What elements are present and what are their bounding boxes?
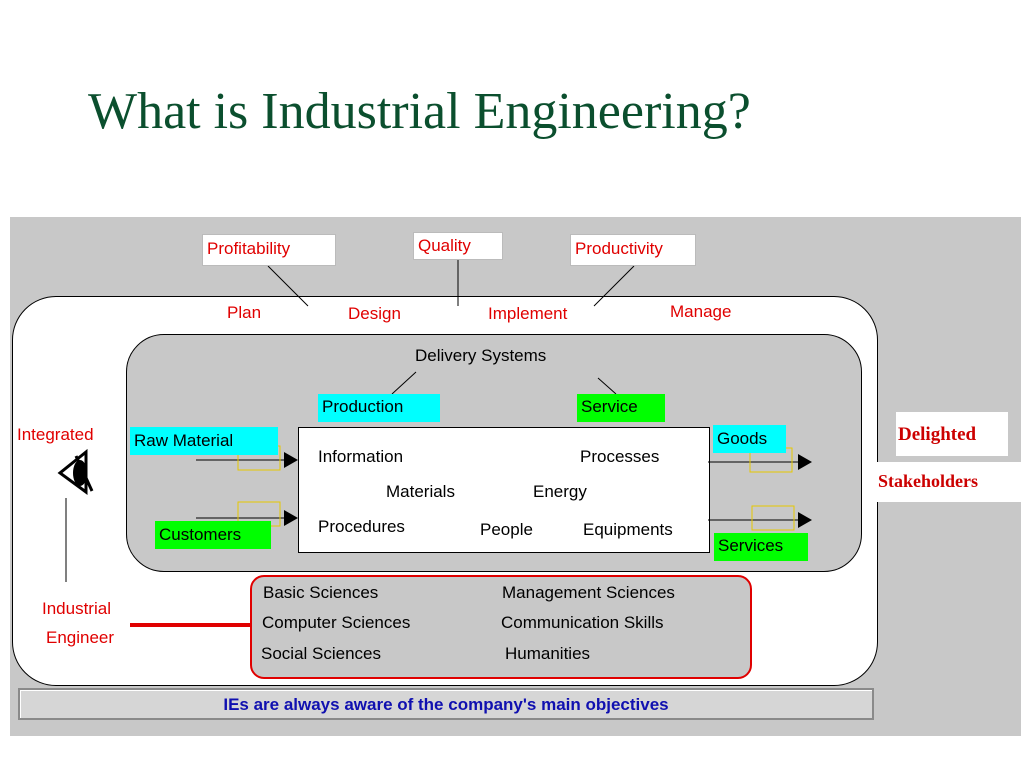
input-raw-material: Raw Material [130, 427, 278, 455]
element-equipments: Equipments [583, 520, 673, 539]
element-information: Information [318, 447, 404, 466]
result-delighted: Delighted [896, 412, 1008, 456]
industrial-engineer-line2: Engineer [46, 628, 115, 647]
industrial-engineer-line1: Industrial [42, 599, 111, 618]
page-title: What is Industrial Engineering? [88, 83, 751, 140]
objectives-banner: IEs are always aware of the company's ma… [18, 688, 874, 720]
result-stakeholders: Stakeholders [876, 462, 1022, 502]
element-procedures: Procedures [318, 517, 405, 536]
element-people: People [480, 520, 533, 539]
element-energy: Energy [533, 482, 587, 501]
delivery-type-production: Production [318, 394, 440, 422]
stage-manage: Manage [670, 302, 732, 321]
input-customers: Customers [155, 521, 271, 549]
objectives-banner-text: IEs are always aware of the company's ma… [223, 695, 669, 714]
stage-implement: Implement [488, 304, 568, 323]
skill-management-sciences: Management Sciences [502, 583, 675, 602]
objective-quality: Quality [413, 232, 503, 260]
skill-humanities: Humanities [505, 644, 591, 663]
stage-design: Design [348, 304, 401, 323]
element-processes: Processes [580, 447, 660, 466]
output-goods: Goods [713, 425, 786, 453]
system-elements-box [298, 427, 710, 553]
stage-plan: Plan [227, 303, 262, 322]
delivery-type-service: Service [577, 394, 665, 422]
delivery-systems-label: Delivery Systems [415, 346, 547, 365]
element-materials: Materials [386, 482, 455, 501]
skills-box [250, 575, 752, 679]
objective-profitability: Profitability [202, 234, 336, 266]
skill-basic-sciences: Basic Sciences [263, 583, 379, 602]
skill-social-sciences: Social Sciences [261, 644, 382, 663]
objective-productivity: Productivity [570, 234, 696, 266]
skill-communication-skills: Communication Skills [501, 613, 664, 632]
skill-computer-sciences: Computer Sciences [262, 613, 411, 632]
output-services: Services [714, 533, 808, 561]
integrated-label: Integrated [17, 425, 94, 444]
